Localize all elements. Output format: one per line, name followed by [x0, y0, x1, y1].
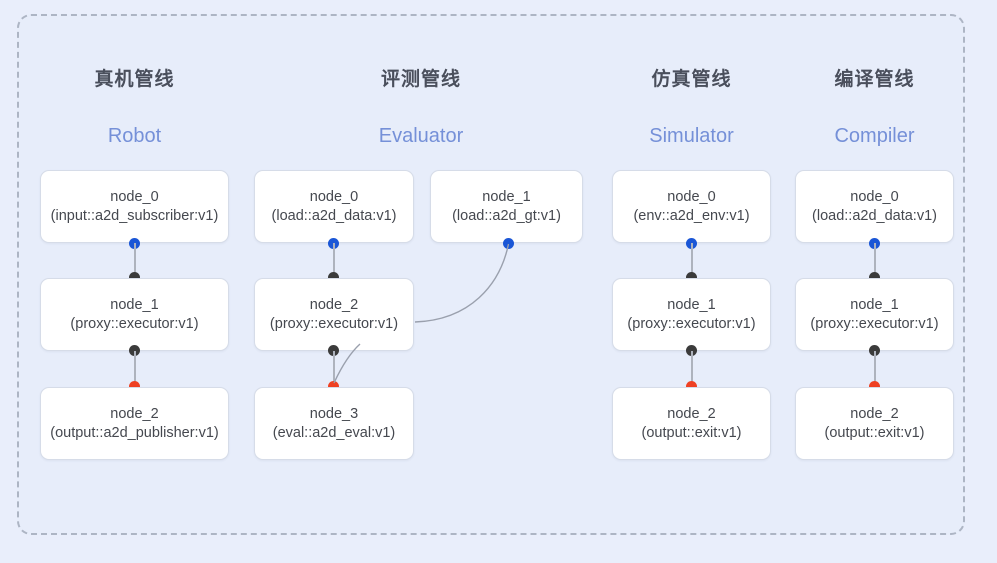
node-type: (load::a2d_gt:v1) [452, 207, 561, 224]
node-name: node_1 [667, 296, 716, 313]
node-name: node_0 [850, 188, 899, 205]
node-compiler-1[interactable]: node_1 (proxy::executor:v1) [795, 278, 954, 351]
node-name: node_0 [110, 188, 159, 205]
node-name: node_2 [850, 405, 899, 422]
node-robot-0[interactable]: node_0 (input::a2d_subscriber:v1) [40, 170, 229, 243]
port-output-compiler-1[interactable] [869, 345, 880, 356]
node-type: (input::a2d_subscriber:v1) [50, 207, 219, 224]
edge-simulator-0-1 [690, 243, 693, 278]
node-type: (eval::a2d_eval:v1) [272, 424, 396, 441]
column-title-en-simulator: Simulator [649, 125, 734, 147]
node-type: (proxy::executor:v1) [627, 315, 756, 332]
node-evaluator-0[interactable]: node_0 (load::a2d_data:v1) [254, 170, 414, 243]
edge-robot-0-1 [133, 243, 136, 278]
node-type: (output::exit:v1) [641, 424, 742, 441]
node-evaluator-3[interactable]: node_3 (eval::a2d_eval:v1) [254, 387, 414, 460]
column-title-cn-robot: 真机管线 [94, 69, 175, 90]
node-name: node_2 [667, 405, 716, 422]
port-input-compiler-2[interactable] [869, 381, 880, 392]
node-type: (load::a2d_data:v1) [812, 207, 937, 224]
port-input-simulator-1[interactable] [686, 272, 697, 283]
node-robot-1[interactable]: node_1 (proxy::executor:v1) [40, 278, 229, 351]
edge-simulator-1-2 [690, 351, 693, 386]
node-type: (proxy::executor:v1) [70, 315, 199, 332]
node-name: node_0 [667, 188, 716, 205]
node-type: (output::exit:v1) [824, 424, 925, 441]
node-robot-2[interactable]: node_2 (output::a2d_publisher:v1) [40, 387, 229, 460]
node-compiler-2[interactable]: node_2 (output::exit:v1) [795, 387, 954, 460]
node-type: (proxy::executor:v1) [810, 315, 939, 332]
port-output-evaluator-1[interactable] [503, 238, 514, 249]
node-type: (env::a2d_env:v1) [633, 207, 750, 224]
node-name: node_0 [309, 188, 359, 205]
edge-evaluator-0-2 [332, 243, 335, 278]
edge-compiler-0-1 [873, 243, 876, 278]
port-input-evaluator-3[interactable] [328, 381, 339, 392]
node-name: node_1 [850, 296, 899, 313]
node-simulator-1[interactable]: node_1 (proxy::executor:v1) [612, 278, 771, 351]
port-input-evaluator-2[interactable] [328, 272, 339, 283]
node-name: node_2 [110, 405, 159, 422]
node-simulator-0[interactable]: node_0 (env::a2d_env:v1) [612, 170, 771, 243]
node-type: (load::a2d_data:v1) [271, 207, 397, 224]
edge-robot-1-2 [133, 351, 136, 386]
node-simulator-2[interactable]: node_2 (output::exit:v1) [612, 387, 771, 460]
node-compiler-0[interactable]: node_0 (load::a2d_data:v1) [795, 170, 954, 243]
port-output-simulator-1[interactable] [686, 345, 697, 356]
edge-compiler-1-2 [873, 351, 876, 386]
column-title-cn-evaluator: 评测管线 [380, 69, 461, 90]
column-title-en-compiler: Compiler [834, 125, 915, 147]
column-title-en-evaluator: Evaluator [378, 125, 464, 147]
column-title-cn-compiler: 编译管线 [834, 69, 915, 90]
node-name: node_1 [482, 188, 531, 205]
node-evaluator-1[interactable]: node_1 (load::a2d_gt:v1) [430, 170, 583, 243]
port-output-robot-1[interactable] [129, 345, 140, 356]
port-input-compiler-1[interactable] [869, 272, 880, 283]
column-title-cn-simulator: 仿真管线 [651, 69, 732, 90]
node-evaluator-2[interactable]: node_2 (proxy::executor:v1) [254, 278, 414, 351]
node-type: (output::a2d_publisher:v1) [50, 424, 219, 441]
column-title-en-robot: Robot [107, 125, 162, 147]
node-type: (proxy::executor:v1) [269, 315, 399, 332]
port-input-robot-2[interactable] [129, 381, 140, 392]
port-input-robot-1[interactable] [129, 272, 140, 283]
node-name: node_2 [309, 296, 359, 313]
node-name: node_3 [309, 405, 359, 422]
port-input-simulator-2[interactable] [686, 381, 697, 392]
node-name: node_1 [110, 296, 159, 313]
